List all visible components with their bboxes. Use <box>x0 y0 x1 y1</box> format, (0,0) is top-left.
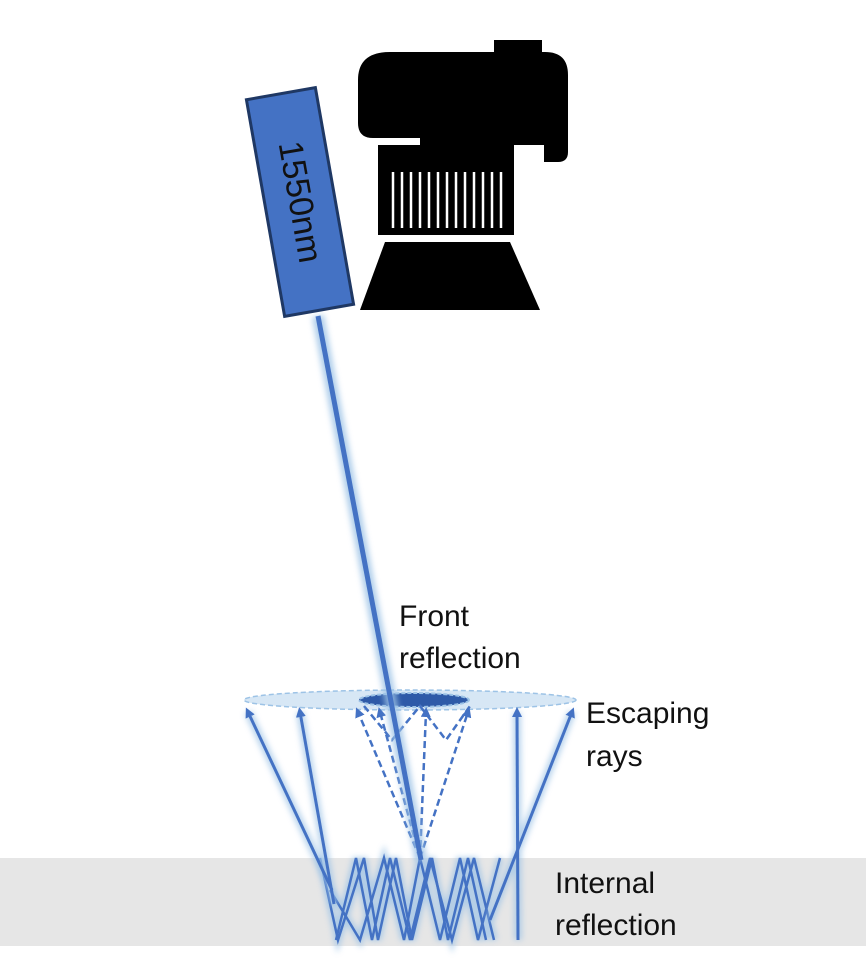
escaping-rays-label-line2: rays <box>586 740 643 773</box>
laser-source: 1550nm <box>244 85 356 319</box>
escaping-ray-1 <box>245 707 334 891</box>
escaping-ray-3 <box>512 707 523 941</box>
front-reflection-spot <box>358 692 470 708</box>
escaping-ray-4 <box>488 707 575 921</box>
front-reflection-label-line2: reflection <box>399 642 521 675</box>
laser-beam <box>312 314 427 862</box>
internal-rays <box>316 844 504 954</box>
internal-reflection-label-line2: reflection <box>555 909 677 942</box>
escaping-rays-label-line1: Escaping <box>586 697 709 730</box>
internal-reflection-label-line1: Internal <box>555 867 655 900</box>
camera-icon <box>358 40 568 310</box>
front-reflection-label-line1: Front <box>399 600 470 633</box>
escaping-ray-2 <box>295 707 336 905</box>
escaping-rays <box>245 707 575 941</box>
